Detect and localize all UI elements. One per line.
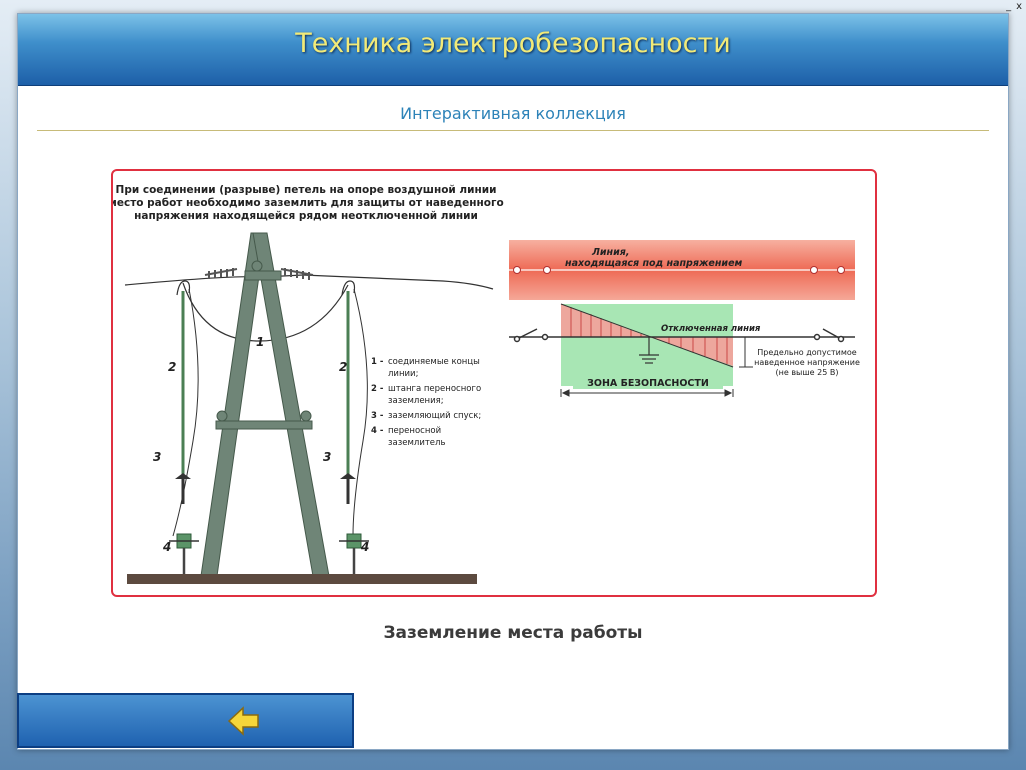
ground-symbol-icon (639, 337, 659, 364)
callout-2-right: 2 (339, 360, 347, 374)
callout-4-right: 4 (360, 540, 369, 554)
ground-strip (127, 574, 477, 584)
callout-2-left: 2 (168, 360, 176, 374)
callout-1: 1 (256, 335, 264, 349)
legend-num-4: 4 - (371, 426, 384, 436)
window-controls: _ x (1006, 2, 1022, 12)
back-button[interactable] (227, 705, 261, 737)
figure-heading-line1: При соединении (разрыве) петель на опоре… (116, 184, 497, 196)
minimize-button[interactable]: _ (1006, 1, 1012, 12)
content-card: Техника электробезопасности Интерактивна… (17, 13, 1009, 750)
close-button[interactable]: x (1016, 1, 1022, 12)
legend-num-1: 1 - (371, 357, 384, 367)
grounding-rod-right-icon (339, 280, 369, 574)
figure-heading-line2: место работ необходимо заземлить для защ… (113, 197, 504, 209)
header-bar: Техника электробезопасности (18, 14, 1008, 86)
voltage-note-3: (не выше 25 В) (776, 368, 839, 377)
collection-subtitle: Интерактивная коллекция (400, 104, 626, 123)
legend-text-3a: заземляющий спуск; (388, 411, 481, 421)
legend-text-2a: штанга переносного (388, 384, 481, 394)
live-line-label-1: Линия, (591, 247, 629, 258)
legend-num-3: 3 - (371, 411, 384, 421)
figure-heading-line3: напряжения находящейся рядом неотключенн… (134, 210, 478, 222)
disconnected-line-label: Отключенная линия (661, 324, 761, 334)
live-line-label-2: находящаяся под напряжением (565, 258, 743, 269)
legend-text-2b: заземления; (388, 396, 444, 406)
loop-connection (182, 282, 349, 342)
legend: 1 - соединяемые концы линии; 2 - штанга … (371, 357, 481, 448)
insulator-chain-icon (204, 268, 314, 280)
callout-3-right: 3 (323, 450, 331, 464)
legend-text-4a: переносной (388, 426, 441, 436)
grounding-rod-left-icon (169, 280, 199, 574)
line-nodes (513, 266, 845, 274)
legend-text-1b: линии; (388, 369, 418, 379)
app-title: Техника электробезопасности (295, 28, 731, 59)
grounding-illustration: При соединении (разрыве) петель на опоре… (113, 184, 860, 584)
callout-3-left: 3 (153, 450, 161, 464)
legend-text-1a: соединяемые концы (388, 357, 480, 367)
footer-bar (17, 693, 354, 748)
voltage-note-2: наведенное напряжение (754, 358, 860, 367)
safety-zone-label: ЗОНА БЕЗОПАСНОСТИ (587, 378, 709, 389)
overhead-wire-right (302, 274, 494, 290)
legend-num-2: 2 - (371, 384, 384, 394)
voltage-note: Предельно допустимое наведенное напряжен… (754, 348, 860, 377)
callout-4-left: 4 (162, 540, 171, 554)
figure-caption: Заземление места работы (383, 623, 643, 643)
legend-text-4b: заземлитель (388, 438, 445, 448)
a-frame-pole-icon (200, 232, 330, 577)
illustration-frame: При соединении (разрыве) петель на опоре… (111, 169, 877, 597)
switch-icon (513, 328, 845, 343)
voltage-note-1: Предельно допустимое (757, 348, 857, 357)
arrow-left-icon (227, 706, 259, 736)
divider (37, 130, 989, 131)
